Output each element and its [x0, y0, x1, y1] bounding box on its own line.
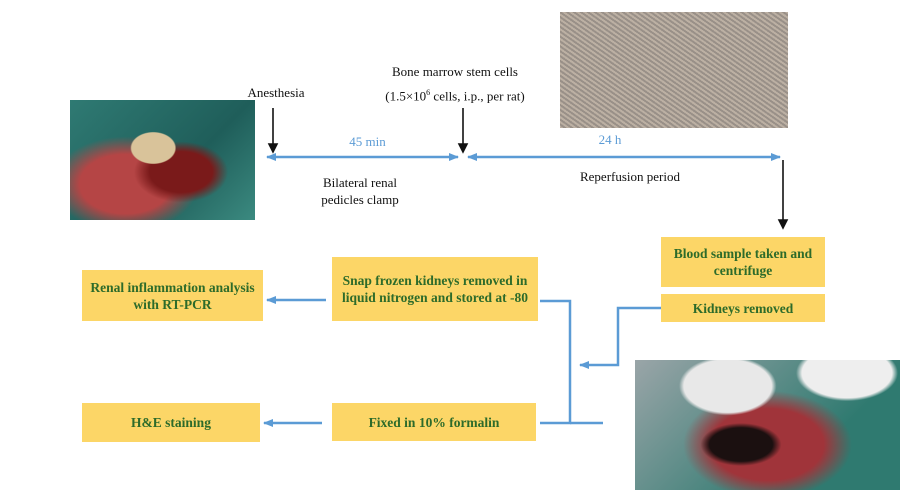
blood-sample-box: Blood sample taken and centrifuge — [661, 237, 825, 287]
renal-inflammation-box: Renal inflammation analysis with RT-PCR — [82, 270, 263, 321]
clamp-label-line2: pedicles clamp — [321, 192, 399, 207]
fixed-formalin-box: Fixed in 10% formalin — [332, 403, 536, 441]
clamp-duration: 45 min — [349, 134, 386, 149]
surgery-photo-clamp — [70, 100, 255, 220]
bmsc-dose-pre: (1.5×10 — [385, 88, 427, 104]
bmsc-label-line2: (1.5×106 cells, i.p., per rat) — [345, 84, 565, 104]
kidneys-removed-box: Kidneys removed — [661, 294, 825, 322]
clamp-label-line1: Bilateral renal — [323, 175, 397, 190]
surgery-photo-kidney-removal — [635, 360, 900, 490]
bmsc-dose-exp: 6 — [426, 88, 431, 97]
anesthesia-label: Anesthesia — [247, 85, 305, 100]
stem-cell-micrograph — [560, 12, 788, 128]
he-staining-box: H&E staining — [82, 403, 260, 442]
bmsc-label-line1: Bone marrow stem cells — [392, 64, 518, 79]
bmsc-dose-post: cells, i.p., per rat) — [430, 88, 525, 104]
snap-frozen-box: Snap frozen kidneys removed in liquid ni… — [332, 257, 538, 321]
split-bracket — [540, 299, 572, 425]
reperfusion-duration: 24 h — [598, 132, 622, 147]
reperfusion-label: Reperfusion period — [579, 169, 680, 184]
kidneys-flow-arrow — [579, 306, 661, 369]
